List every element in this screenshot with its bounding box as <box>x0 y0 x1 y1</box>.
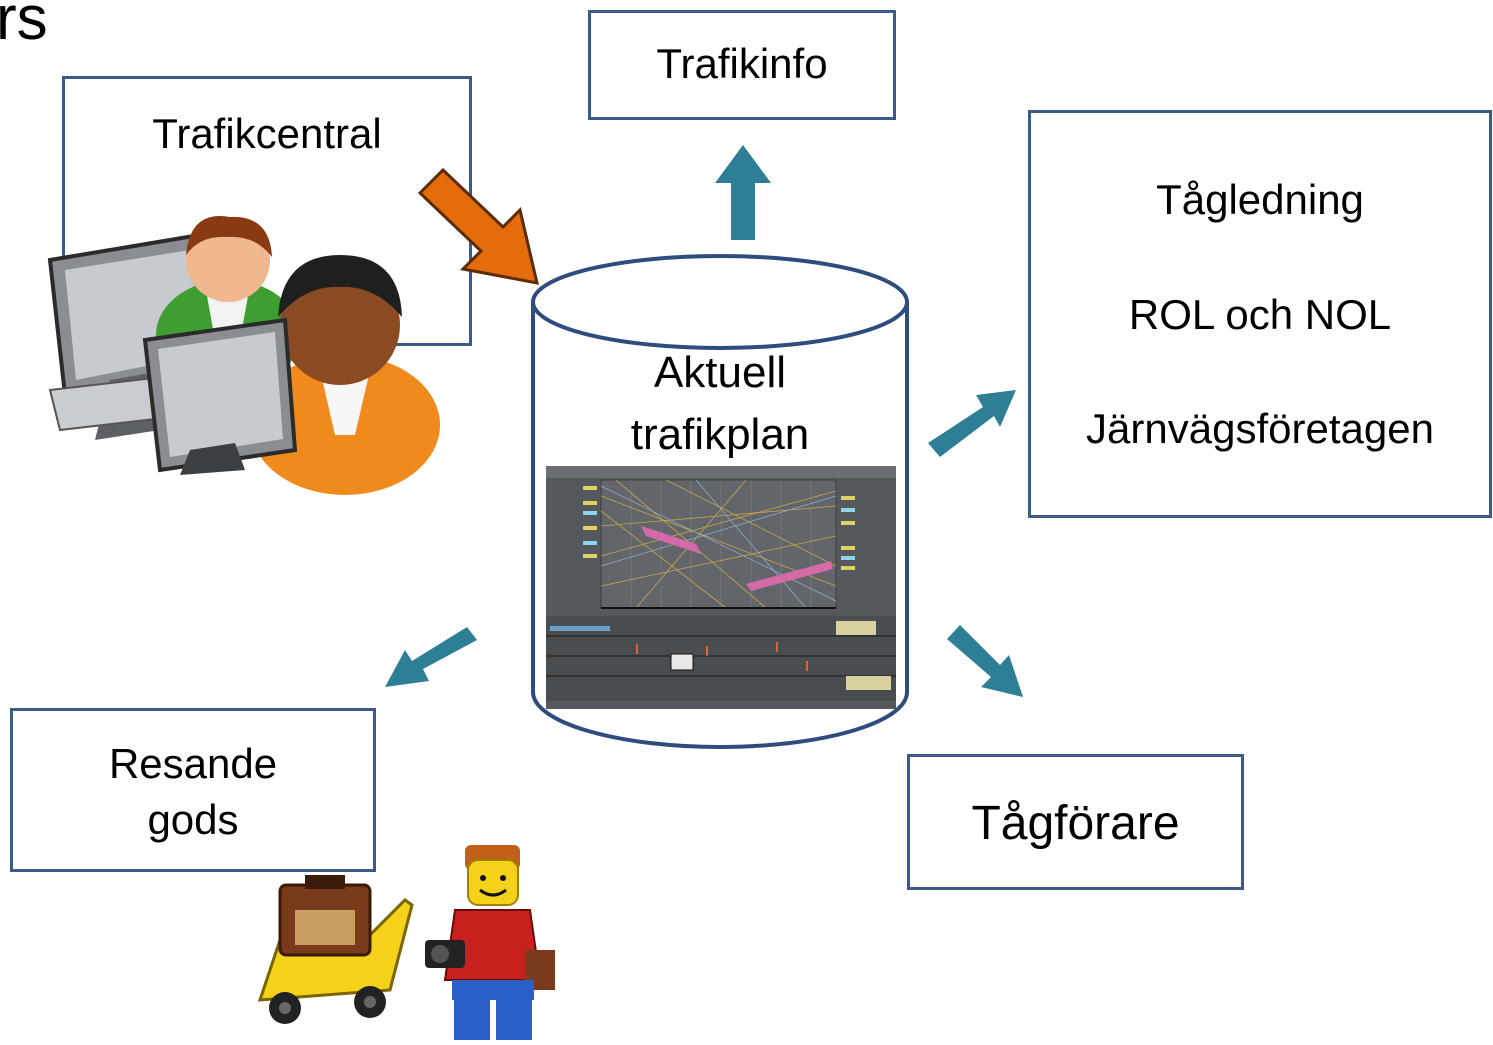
teal-arrow-right-down-icon <box>947 625 1023 697</box>
tagforare-box <box>907 754 1244 890</box>
teal-arrow-left-down-icon <box>385 627 477 687</box>
tagforare-label: Tågförare <box>971 797 1180 850</box>
recipients-box <box>1028 110 1492 518</box>
orange-arrow-icon <box>417 167 539 285</box>
operators-at-computers-icon <box>47 216 440 495</box>
traffic-plan-screenshot-icon <box>546 466 896 709</box>
tagledning-label: Tågledning <box>1156 176 1364 223</box>
slide-title-fragment: rs <box>0 0 48 53</box>
rol-nol-label: ROL och NOL <box>1128 291 1392 338</box>
lego-traveler-with-luggage-cart-icon <box>257 845 555 1040</box>
database-label-line2: trafikplan <box>630 410 810 459</box>
resande-gods-box <box>10 708 376 872</box>
resande-label: Resande <box>108 740 278 787</box>
gods-label: gods <box>147 796 239 843</box>
trafikinfo-label: Trafikinfo <box>656 40 828 87</box>
trafikinfo-box <box>588 10 896 120</box>
database-label-line1: Aktuell <box>653 348 787 397</box>
teal-arrow-right-up-icon <box>928 390 1016 457</box>
jarnvagsforetagen-label: Järnvägsföretagen <box>1086 405 1434 452</box>
teal-arrow-up-icon <box>715 145 771 240</box>
trafikcentral-label: Trafikcentral <box>152 110 382 157</box>
